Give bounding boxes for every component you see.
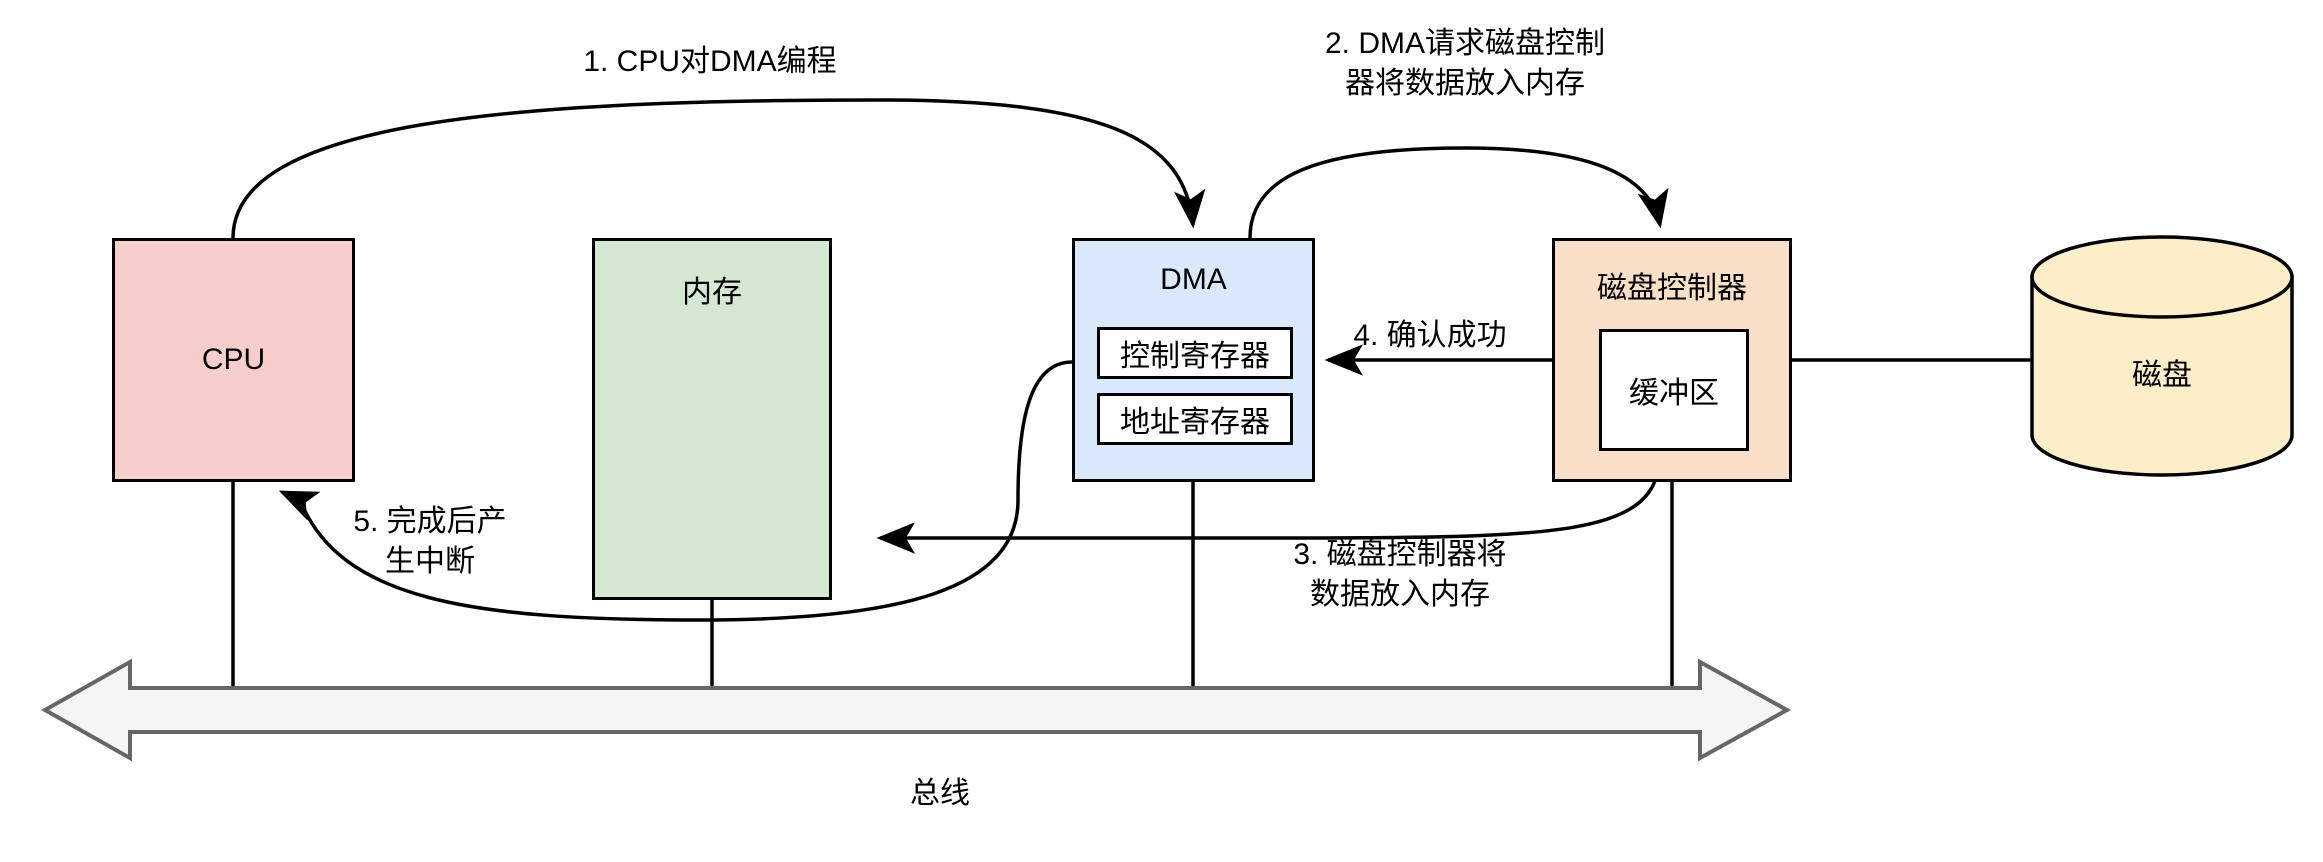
node-disk-label: 磁盘 <box>2132 359 2192 392</box>
dma-control-register-label: 控制寄存器 <box>1120 340 1270 373</box>
edge-label-step1: 1. CPU对DMA编程 <box>583 45 837 78</box>
node-disk-controller-label: 磁盘控制器 <box>1597 272 1747 305</box>
node-dma[interactable]: DMA 控制寄存器 地址寄存器 <box>1072 238 1315 482</box>
edge-step2-path <box>1248 146 1669 239</box>
node-cpu-label: CPU <box>201 343 266 376</box>
edge-step3-path <box>876 451 1662 554</box>
node-disk-controller[interactable]: 磁盘控制器 缓冲区 <box>1552 238 1792 482</box>
disk-controller-buffer-label: 缓冲区 <box>1629 377 1719 410</box>
edge-label-step3: 3. 磁盘控制器将 数据放入内存 <box>1293 538 1507 611</box>
dma-address-register-label: 地址寄存器 <box>1120 406 1270 439</box>
node-memory-label: 内存 <box>682 276 742 309</box>
node-cpu[interactable]: CPU <box>112 238 355 482</box>
edge-label-step5: 5. 完成后产 生中断 <box>353 505 507 578</box>
disk-controller-buffer[interactable]: 缓冲区 <box>1599 329 1749 451</box>
node-dma-label: DMA <box>1160 263 1227 296</box>
bus-arrow <box>40 658 1792 762</box>
node-memory[interactable]: 内存 <box>592 238 832 600</box>
bus-label: 总线 <box>910 777 970 810</box>
edge-step5-path <box>278 360 1073 622</box>
edge-label-step4: 4. 确认成功 <box>1353 319 1507 352</box>
dma-control-register[interactable]: 控制寄存器 <box>1097 327 1293 379</box>
edge-label-step2: 2. DMA请求磁盘控制 器将数据放入内存 <box>1324 27 1606 100</box>
dma-address-register[interactable]: 地址寄存器 <box>1097 393 1293 445</box>
disk-cylinder <box>2030 235 2294 477</box>
edge-step1-path <box>231 98 1206 239</box>
